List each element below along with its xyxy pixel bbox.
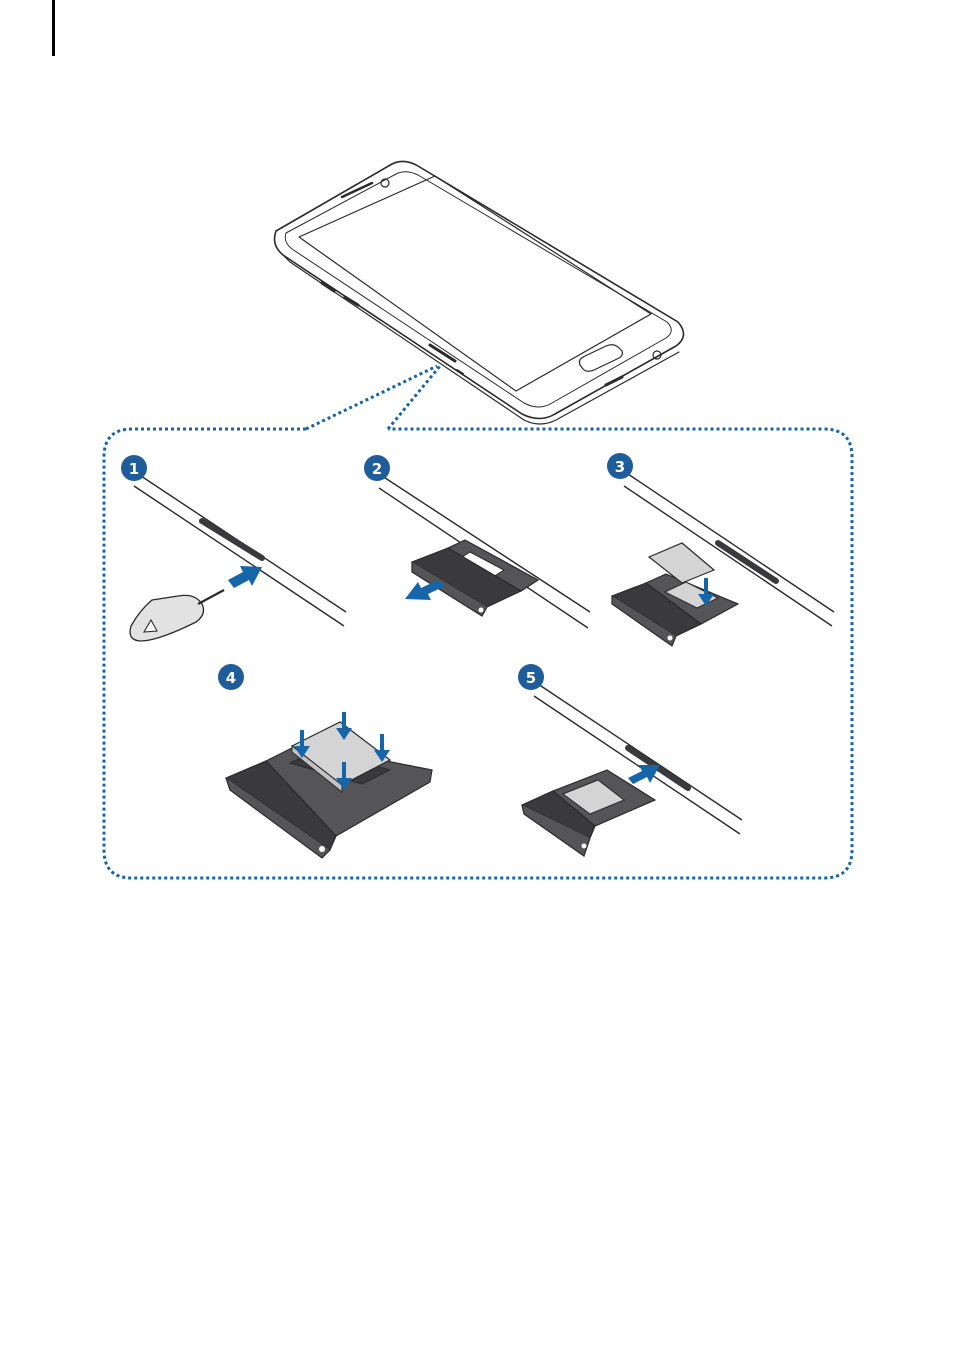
- phone-illustration: [273, 160, 685, 425]
- step-4-illustration: 4: [218, 664, 433, 859]
- step-1-number: 1: [129, 460, 139, 478]
- step-1-illustration: 1: [121, 455, 347, 642]
- step-2-illustration: 2: [364, 455, 591, 629]
- step-badge: [518, 664, 544, 690]
- step-badge: [607, 453, 633, 479]
- step-3-number: 3: [615, 458, 625, 476]
- step-badge: [121, 455, 147, 481]
- step-badge: [364, 455, 390, 481]
- callout-frame: [102, 364, 854, 880]
- step-3-illustration: 3: [607, 453, 835, 647]
- step-5-number: 5: [526, 669, 536, 687]
- page-margin-rule: [52, 0, 55, 56]
- step-4-number: 4: [226, 669, 236, 687]
- step-2-number: 2: [372, 460, 382, 478]
- step-badge: [218, 664, 244, 690]
- step-5-illustration: 5: [518, 664, 743, 857]
